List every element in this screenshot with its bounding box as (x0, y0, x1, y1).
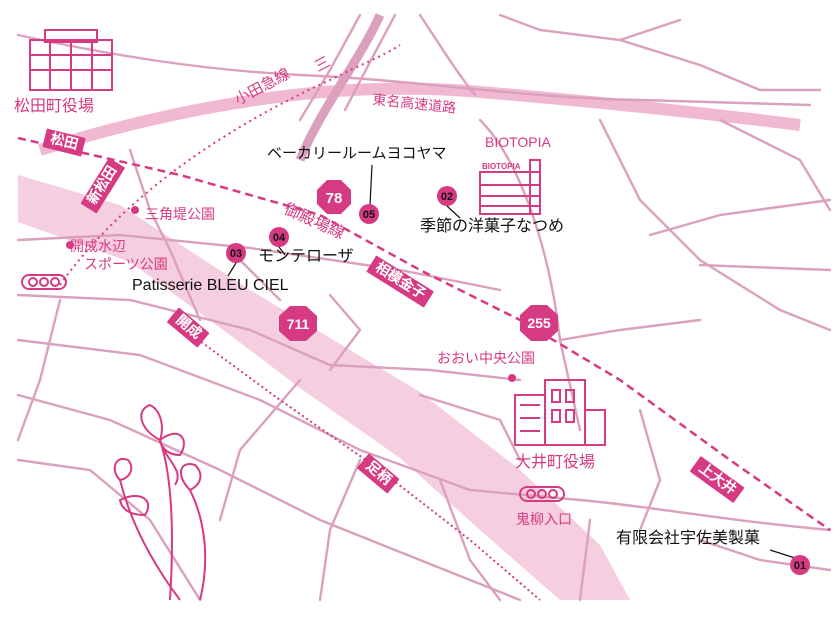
biotopia-sign: BIOTOPIA (482, 162, 521, 171)
river (18, 175, 630, 600)
oi-town-hall-icon (514, 379, 606, 446)
shop-name-02: 季節の洋菓子なつめ (420, 216, 565, 235)
sankakutei-park-dot (131, 206, 139, 214)
expressway-road (38, 82, 801, 156)
svg-text:04: 04 (273, 232, 286, 244)
oniyanagi-interchange-icon (519, 486, 565, 502)
kaisei-park-label-line2: スポーツ公園 (84, 257, 168, 273)
interchange-icon (21, 274, 67, 290)
matsuda-town-hall-icon (29, 29, 113, 91)
route-shield-78: 78 (317, 180, 351, 214)
odakyu-mark: 三 (311, 53, 333, 76)
road-network (16, 13, 832, 602)
shop-name-05: ベーカリールームヨコヤマ (267, 144, 447, 162)
svg-text:01: 01 (794, 560, 806, 572)
svg-text:78: 78 (326, 190, 343, 207)
route-shield-255: 255 (520, 305, 558, 341)
kaisei-park-label-line1: 開成水辺 (70, 239, 126, 255)
flower-illustration-icon (113, 403, 207, 601)
gotemba-railway (17, 136, 831, 532)
svg-text:02: 02 (441, 191, 453, 203)
route-shield-711: 711 (279, 306, 317, 341)
sankakutei-park-label: 三角堤公園 (145, 207, 215, 223)
svg-text:255: 255 (527, 315, 551, 331)
shop-marker-05[interactable]: 05 (359, 164, 379, 224)
shop-marker-02[interactable]: 02 (437, 186, 461, 219)
biotopia-label: BIOTOPIA (485, 134, 551, 150)
shop-name-04: モンテローザ (258, 246, 354, 265)
odakyu-railway (59, 44, 401, 286)
kaisei-park-dot (66, 241, 74, 249)
svg-text:711: 711 (287, 316, 310, 332)
svg-text:03: 03 (230, 248, 242, 260)
shop-marker-04[interactable]: 04 (269, 227, 289, 256)
oniyanagi-label: 鬼柳入口 (516, 512, 572, 528)
shop-name-01: 有限会社宇佐美製菓 (616, 528, 761, 547)
biotopia-building-icon (479, 159, 541, 215)
matsuda-town-hall-label: 松田町役場 (14, 96, 95, 115)
svg-text:05: 05 (363, 209, 375, 221)
shop-name-03: Patisserie BLEU CIEL (132, 277, 289, 294)
shop-marker-03[interactable]: 03 (226, 243, 246, 277)
oi-town-hall-label: 大井町役場 (515, 452, 596, 471)
ooi-chuo-park-dot (508, 374, 516, 382)
shop-marker-01[interactable]: 01 (769, 549, 810, 575)
ooi-chuo-park-label: おおい中央公園 (437, 351, 535, 367)
